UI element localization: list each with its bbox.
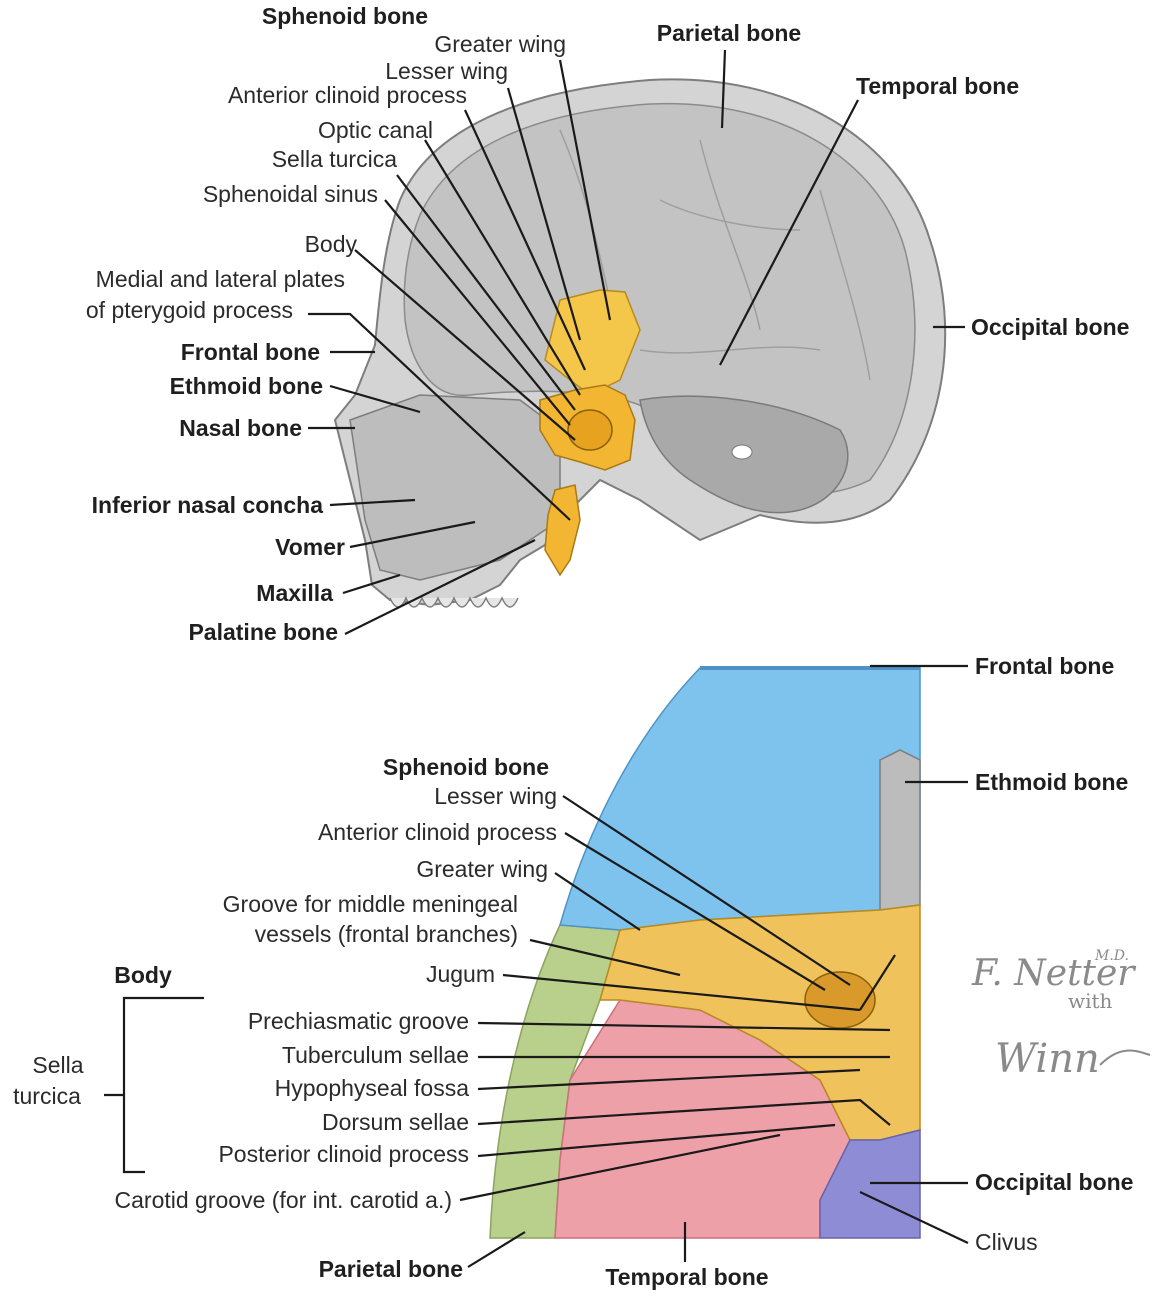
label-pterygoid-line1: Medial and lateral plates (96, 266, 345, 292)
label-groove-line1: Groove for middle meningeal (223, 891, 518, 917)
label-ethmoid-bone: Ethmoid bone (170, 373, 323, 399)
label-jugum: Jugum (426, 961, 495, 987)
label-sella-turcica: Sella turcica (272, 146, 397, 172)
label-maxilla: Maxilla (256, 580, 333, 606)
label-posterior-clinoid: Posterior clinoid process (218, 1141, 469, 1167)
teeth (389, 596, 519, 608)
label-occipital-bone-2: Occipital bone (975, 1169, 1133, 1195)
signature-with: with (1068, 989, 1113, 1013)
signature-netter: F. Netter (971, 953, 1136, 994)
label-parietal-bone-2: Parietal bone (319, 1256, 463, 1282)
label-parietal-bone: Parietal bone (657, 20, 801, 46)
label-body: Body (305, 231, 358, 257)
nasal-cavity (349, 394, 561, 581)
frontal-region (559, 667, 921, 931)
sphenoidal-sinus (567, 409, 613, 451)
label-temporal-bone: Temporal bone (856, 73, 1019, 99)
ethmoid-region (879, 749, 921, 911)
leader-lines (104, 49, 969, 1268)
label-hypophyseal: Hypophyseal fossa (275, 1075, 470, 1101)
sphenoid-pterygoid (544, 484, 581, 577)
label-temporal-bone-2: Temporal bone (605, 1264, 768, 1290)
label-anterior-clinoid: Anterior clinoid process (228, 82, 467, 108)
label-sphenoidal-sinus: Sphenoidal sinus (203, 181, 378, 207)
bottom-labels: Frontal bone Sphenoid bone Ethmoid bone … (13, 653, 1133, 1290)
hypophyseal-fossa (804, 971, 876, 1029)
label-dorsum: Dorsum sellae (322, 1109, 469, 1135)
signature-md: M.D. (1094, 948, 1129, 964)
label-body-2: Body (114, 962, 172, 988)
label-occipital-bone: Occipital bone (971, 314, 1129, 340)
bottom-fossa-illustration (489, 666, 921, 1239)
label-vomer: Vomer (275, 534, 345, 560)
label-sella-line1: Sella (32, 1052, 83, 1078)
label-nasal-bone: Nasal bone (179, 415, 302, 441)
artist-signature: F. Netter M.D. with Winn (971, 948, 1151, 1082)
label-lesser-wing-2: Lesser wing (434, 783, 557, 809)
top-labels: Sphenoid bone Greater wing Lesser wing A… (86, 3, 1130, 645)
signature-winn: Winn (995, 1036, 1100, 1082)
label-groove-line2: vessels (frontal branches) (255, 921, 518, 947)
sphenoid-greater-wing (544, 289, 641, 396)
label-tuberculum: Tuberculum sellae (282, 1042, 469, 1068)
top-skull-illustration (333, 78, 947, 608)
label-sphenoid-bone-2: Sphenoid bone (383, 754, 549, 780)
label-clivus: Clivus (975, 1229, 1038, 1255)
label-optic-canal: Optic canal (318, 117, 433, 143)
label-frontal-bone: Frontal bone (181, 339, 320, 365)
label-sphenoid-bone: Sphenoid bone (262, 3, 428, 29)
label-frontal-bone-2: Frontal bone (975, 653, 1114, 679)
label-carotid-groove: Carotid groove (for int. carotid a.) (115, 1187, 452, 1213)
label-anterior-clinoid-2: Anterior clinoid process (318, 819, 557, 845)
label-palatine-bone: Palatine bone (188, 619, 338, 645)
signature-flourish (1099, 1049, 1151, 1066)
label-greater-wing: Greater wing (434, 31, 566, 57)
label-prechiasmatic: Prechiasmatic groove (248, 1008, 469, 1034)
label-ethmoid-bone-2: Ethmoid bone (975, 769, 1128, 795)
label-lesser-wing: Lesser wing (385, 58, 508, 84)
label-sella-line2: turcica (13, 1083, 81, 1109)
foramen (731, 444, 753, 460)
label-inferior-nasal-concha: Inferior nasal concha (92, 492, 324, 518)
label-pterygoid-line2: of pterygoid process (86, 297, 293, 323)
label-greater-wing-2: Greater wing (416, 856, 548, 882)
